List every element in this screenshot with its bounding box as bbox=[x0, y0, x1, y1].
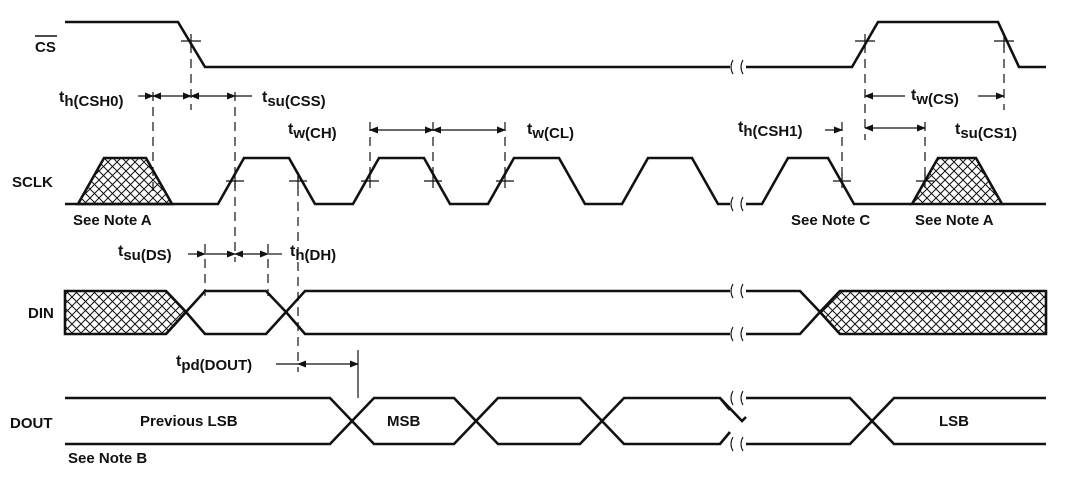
dout-upper bbox=[65, 396, 731, 423]
dout-previous-lsb: Previous LSB bbox=[140, 413, 238, 430]
note-c: See Note C bbox=[791, 212, 870, 229]
din-hatch-right bbox=[818, 289, 1048, 336]
th-dh-label: th(DH) bbox=[290, 243, 336, 264]
note-b: See Note B bbox=[68, 450, 147, 467]
cs-waveform-end bbox=[746, 20, 1046, 69]
dout-msb: MSB bbox=[387, 413, 421, 430]
dout-upper-x bbox=[719, 397, 747, 423]
sclk-hatch-left bbox=[75, 156, 175, 206]
break-marks bbox=[730, 59, 745, 452]
note-a-right: See Note A bbox=[915, 212, 994, 229]
tw-cs-label: tw(CS) bbox=[911, 87, 959, 108]
sclk-waveform-end bbox=[746, 156, 912, 206]
tw-ch-label: tw(CH) bbox=[288, 121, 337, 142]
th-csh1-label: th(CSH1) bbox=[738, 119, 803, 140]
sclk-edge-markers bbox=[226, 174, 934, 188]
tsu-cs1-label: tsu(CS1) bbox=[955, 121, 1017, 142]
sclk-label: SCLK bbox=[12, 174, 53, 191]
tw-cl-label: tw(CL) bbox=[527, 121, 574, 142]
th-csh0-label: th(CSH0) bbox=[59, 89, 124, 110]
din-upper bbox=[165, 289, 730, 314]
din-hatch-left bbox=[63, 289, 188, 336]
timing-arrows bbox=[138, 92, 1005, 368]
cs-waveform bbox=[65, 20, 730, 69]
din-label: DIN bbox=[28, 305, 54, 322]
sclk-waveform bbox=[65, 156, 730, 206]
tpd-dout-label: tpd(DOUT) bbox=[176, 353, 252, 374]
dout-label: DOUT bbox=[10, 415, 53, 432]
tsu-css-label: tsu(CSS) bbox=[262, 89, 326, 110]
din-lower bbox=[165, 310, 730, 336]
dout-lsb: LSB bbox=[939, 413, 969, 430]
cs-label: CS bbox=[35, 39, 56, 56]
note-a-left: See Note A bbox=[73, 212, 152, 229]
tsu-ds-label: tsu(DS) bbox=[118, 243, 172, 264]
sclk-hatch-right bbox=[909, 156, 1005, 206]
dout-lower-end bbox=[746, 419, 1046, 446]
dout-lower bbox=[65, 419, 731, 446]
dout-upper-end bbox=[746, 396, 1046, 423]
